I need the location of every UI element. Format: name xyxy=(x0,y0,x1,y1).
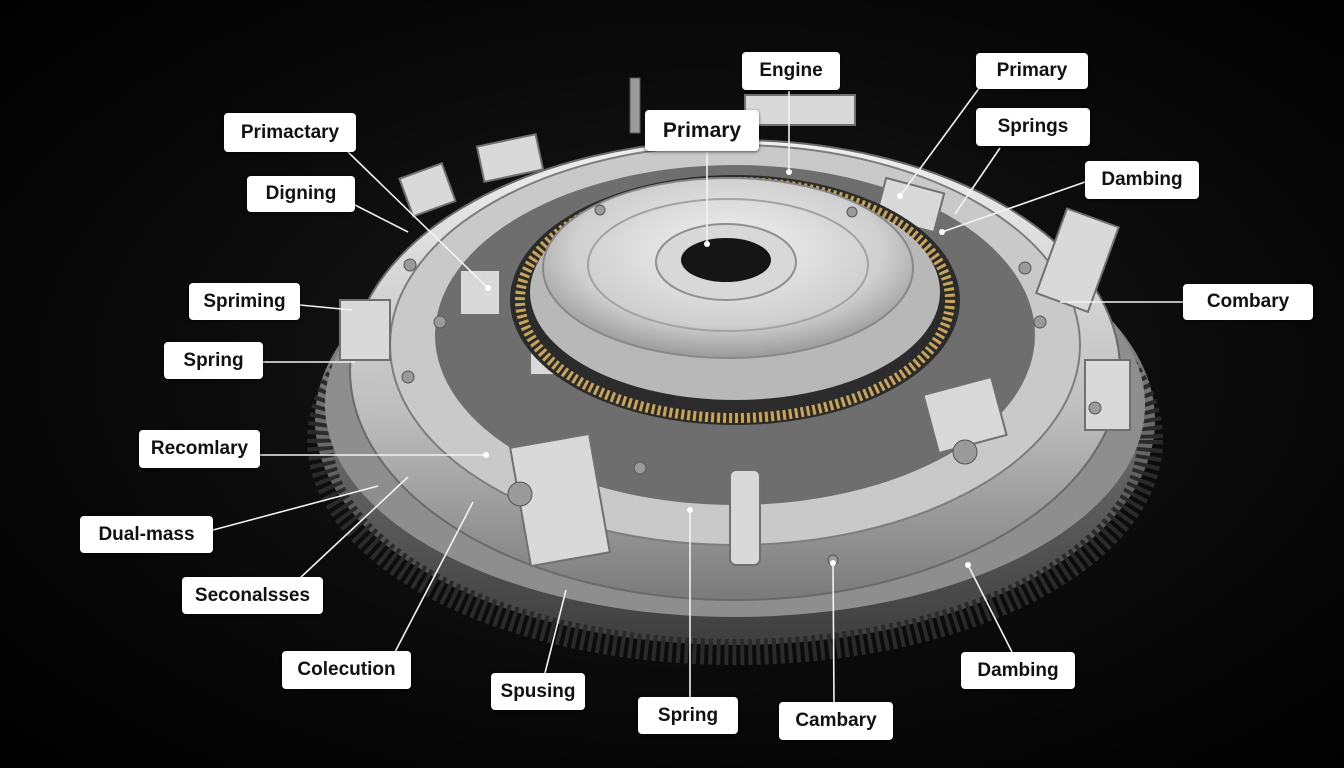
label-primary-center: Primary xyxy=(645,110,759,151)
label-seconalsses: Seconalsses xyxy=(182,577,323,614)
label-recomlary: Recomlary xyxy=(139,430,260,468)
label-digning: Digning xyxy=(247,176,355,212)
label-primary-top-right: Primary xyxy=(976,53,1088,89)
label-dambing-right: Dambing xyxy=(1085,161,1199,199)
label-spusing: Spusing xyxy=(491,673,585,710)
label-dual-mass: Dual-mass xyxy=(80,516,213,553)
label-colecution: Colecution xyxy=(282,651,411,689)
bolts xyxy=(401,77,1102,566)
label-combary: Combary xyxy=(1183,284,1313,320)
label-cambary: Cambary xyxy=(779,702,893,740)
label-dambing-bottom: Dambing xyxy=(961,652,1075,689)
leader-lines xyxy=(212,86,1183,703)
label-springs: Springs xyxy=(976,108,1090,146)
label-spring-left: Spring xyxy=(164,342,263,379)
label-spriming: Spriming xyxy=(189,283,300,320)
hub xyxy=(542,177,914,359)
label-primactary: Primactary xyxy=(224,113,356,152)
label-spring-bottom: Spring xyxy=(638,697,738,734)
label-engine: Engine xyxy=(742,52,840,90)
